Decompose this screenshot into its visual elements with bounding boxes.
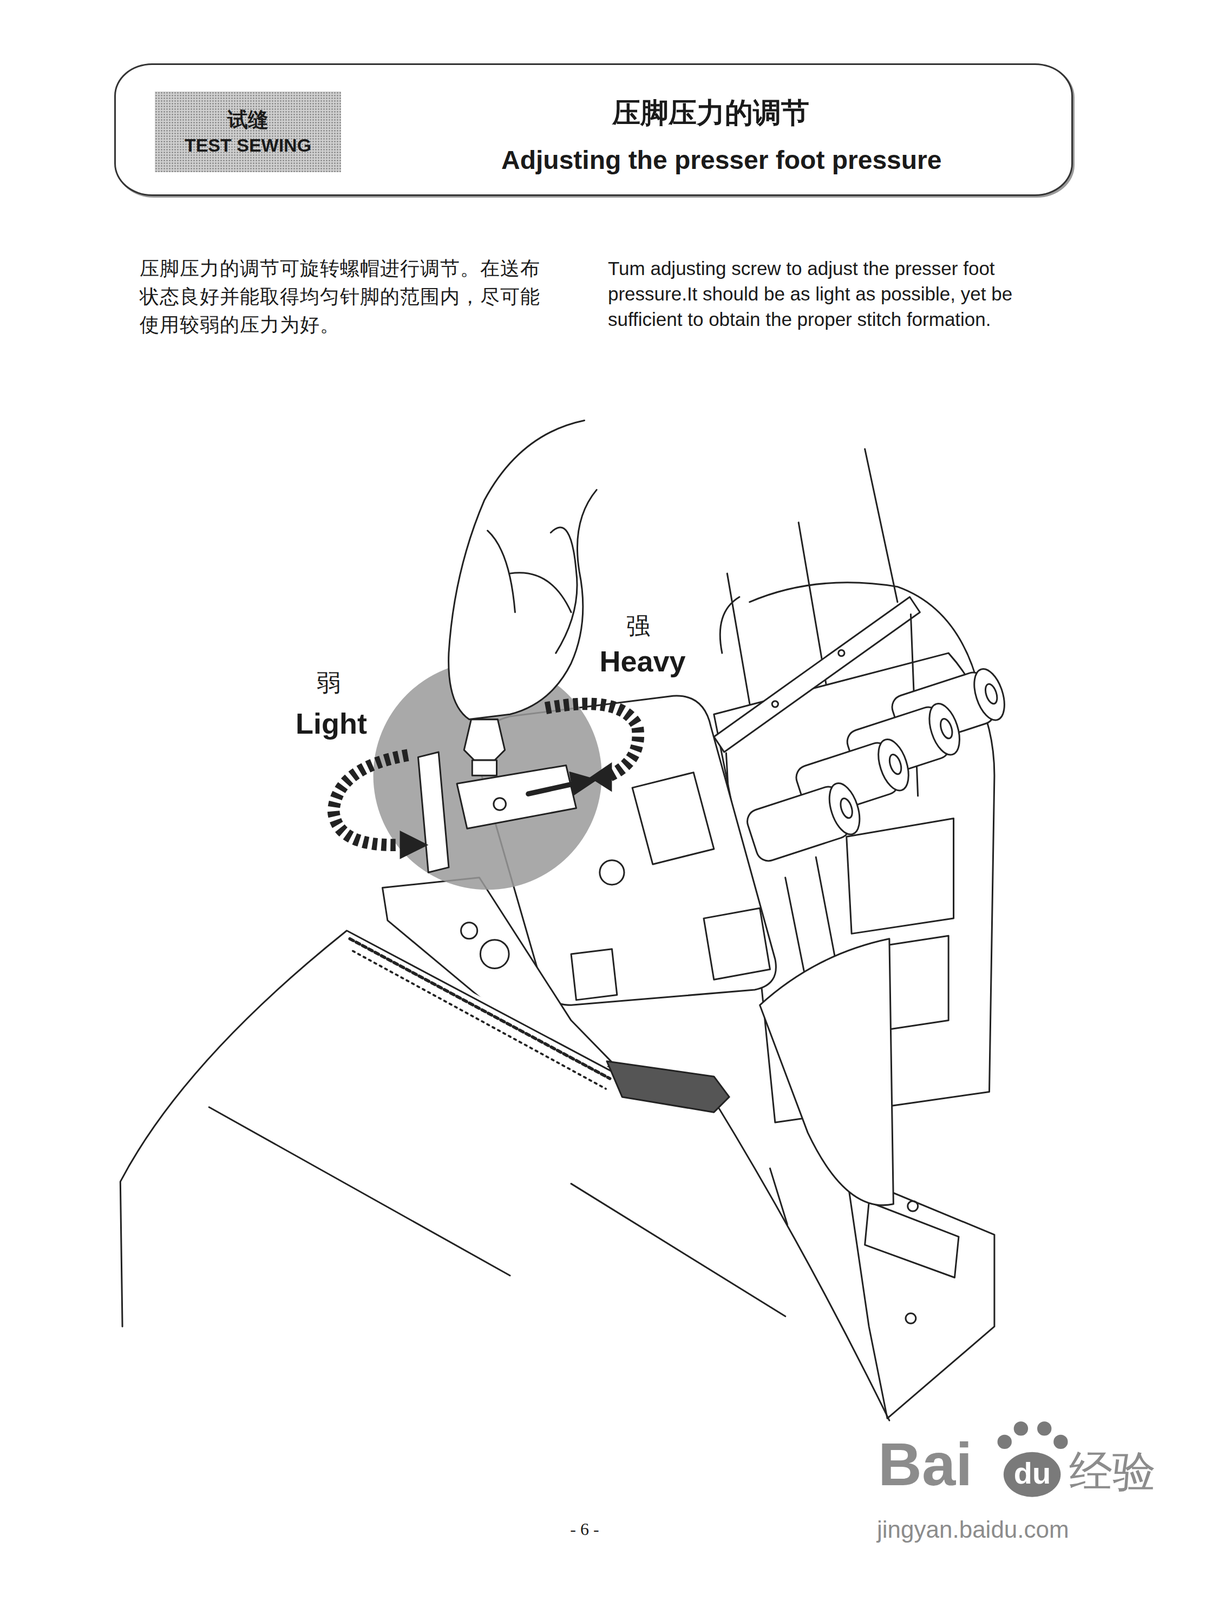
cover-knob xyxy=(599,860,625,885)
heading-zh: 压脚压力的调节 xyxy=(612,94,810,133)
watermark-paw xyxy=(1037,1421,1052,1436)
thread-cone xyxy=(872,735,915,795)
section-tab: 试缝TEST SEWING xyxy=(154,91,342,173)
overlock-stitch xyxy=(349,938,610,1079)
body-text-en: Tum adjusting screw to adjust the presse… xyxy=(607,255,1058,332)
watermark-paw xyxy=(1013,1421,1028,1436)
direction-label: 弱 xyxy=(316,666,341,699)
thread-line xyxy=(719,596,740,653)
tab-zh: 试缝 xyxy=(227,106,269,134)
finger xyxy=(509,572,572,613)
body-text-zh: 压脚压力的调节可旋转螺帽进行调节。在送布状态良好并能取得均匀针脚的范围内，尽可能… xyxy=(139,254,552,339)
hinge xyxy=(571,948,618,1000)
fabric-fold xyxy=(571,1183,786,1316)
thread-cone xyxy=(938,717,955,741)
watermark: Bai xyxy=(878,1429,973,1499)
watermark: jingyan.baidu.com xyxy=(876,1515,1070,1543)
watermark-paw xyxy=(1053,1434,1068,1449)
direction-label: Heavy xyxy=(599,644,686,678)
thread-cone xyxy=(923,699,966,759)
thread-guide xyxy=(771,701,778,707)
watermark-paw xyxy=(1003,1451,1062,1497)
rotate-arrow xyxy=(545,703,639,776)
direction-label: 强 xyxy=(626,610,651,643)
adjust-screw xyxy=(461,922,478,939)
thread-line xyxy=(865,448,898,602)
arrow-head xyxy=(400,830,429,860)
thread-cone xyxy=(968,665,1011,724)
tab-en: TEST SEWING xyxy=(184,133,312,157)
body-panel xyxy=(846,817,954,934)
fabric-fold xyxy=(208,1107,510,1276)
presser-bar xyxy=(417,751,449,873)
thread-cone xyxy=(983,682,1000,706)
work-table xyxy=(846,1173,995,1418)
thread-cone xyxy=(823,779,866,838)
thread-line xyxy=(815,856,837,965)
hand xyxy=(448,420,597,719)
plate-screw xyxy=(493,797,507,811)
watermark-paw xyxy=(997,1421,1069,1497)
heading-en: Adjusting the presser foot pressure xyxy=(501,145,942,175)
page-number: - 6 - xyxy=(570,1518,599,1540)
finger xyxy=(550,527,578,653)
thread-line xyxy=(785,877,807,980)
fabric-edge xyxy=(714,1099,890,1421)
fabric xyxy=(120,930,890,1429)
header-banner: 压脚压力的调节 Adjusting the presser foot pressu… xyxy=(114,63,1073,196)
overlock-machine xyxy=(120,420,1068,1497)
fabric-edge xyxy=(120,930,612,1327)
thread-cone xyxy=(744,779,866,864)
rotate-arrow xyxy=(333,755,409,846)
cover-window xyxy=(632,772,715,865)
watermark: 经验 xyxy=(1069,1442,1156,1502)
watermark-paw xyxy=(997,1434,1012,1449)
fabric xyxy=(760,938,894,1206)
table-slot xyxy=(865,1201,959,1278)
direction-arrow xyxy=(528,783,575,794)
table-screw xyxy=(905,1312,916,1324)
adjust-screw xyxy=(480,939,509,969)
table-screw xyxy=(907,1200,919,1211)
thread-cone xyxy=(838,796,855,820)
knob-stem xyxy=(472,760,497,776)
arrow-head xyxy=(568,771,598,796)
fabric-fold xyxy=(769,1168,788,1225)
adjusting-knob xyxy=(463,719,505,761)
side-bracket xyxy=(703,907,770,980)
direction-label: Light xyxy=(295,706,368,741)
watermark: du xyxy=(1013,1455,1051,1491)
overlock-stitch xyxy=(352,950,606,1089)
arrow-head xyxy=(589,762,612,792)
presser-foot xyxy=(606,1061,730,1112)
thread-cone xyxy=(887,752,904,776)
thread-guide xyxy=(838,649,845,656)
finger xyxy=(487,530,516,613)
